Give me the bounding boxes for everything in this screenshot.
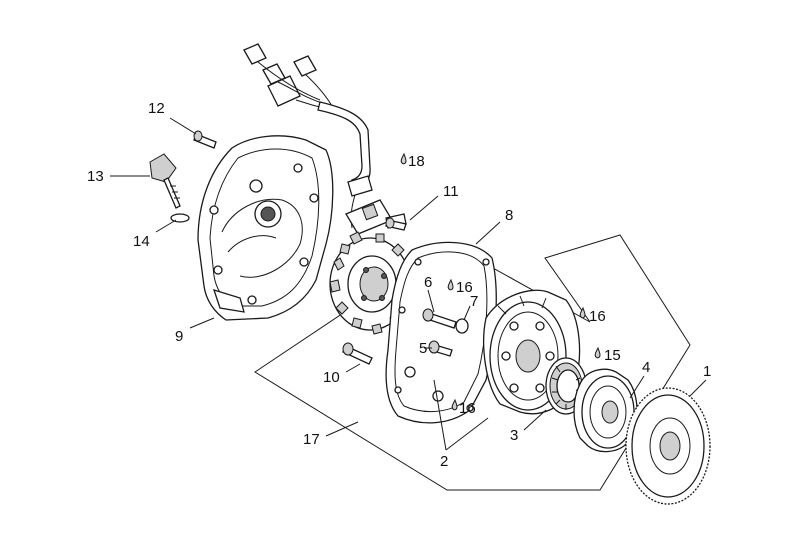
gasket-8 [385,241,497,424]
callout-14: 14 [133,233,150,250]
pickup-sensor [345,199,407,235]
callout-2: 2 [440,453,448,470]
callout-17: 17 [303,431,320,448]
bolt-5 [428,340,453,357]
dipstick-13 [149,153,181,209]
callout-10: 10 [323,369,340,386]
engine-cover [197,135,334,321]
callout-7: 7 [470,293,478,310]
callout-15: 15 [604,347,621,364]
callout-labels: 1 2 3 4 5 6 7 8 9 10 11 12 13 14 15 16 1… [87,100,711,470]
screw-12 [193,130,217,149]
drop-markers [400,152,601,411]
wiring-harness [243,43,373,229]
kit-outline-17 [254,234,691,491]
callout-4: 4 [642,359,650,376]
screw-11 [385,217,407,231]
callout-11: 11 [443,183,459,200]
callout-9: 9 [175,328,183,345]
bolt-6 [422,308,457,329]
callout-5: 5 [419,340,427,357]
leader-lines [110,117,707,451]
callout-16-a: 16 [456,279,473,296]
callout-1: 1 [703,363,711,380]
callout-8: 8 [505,207,513,224]
screw-10 [342,342,373,365]
callout-16-c: 16 [459,400,476,417]
ring-gear-1 [625,387,711,505]
callout-3: 3 [510,427,518,444]
callout-18: 18 [408,153,425,170]
washer-7 [455,318,469,334]
callout-6: 6 [424,274,432,291]
callout-12: 12 [148,100,165,117]
starter-hub-4 [573,368,638,453]
callout-13: 13 [87,168,104,185]
callout-16-b: 16 [589,308,606,325]
